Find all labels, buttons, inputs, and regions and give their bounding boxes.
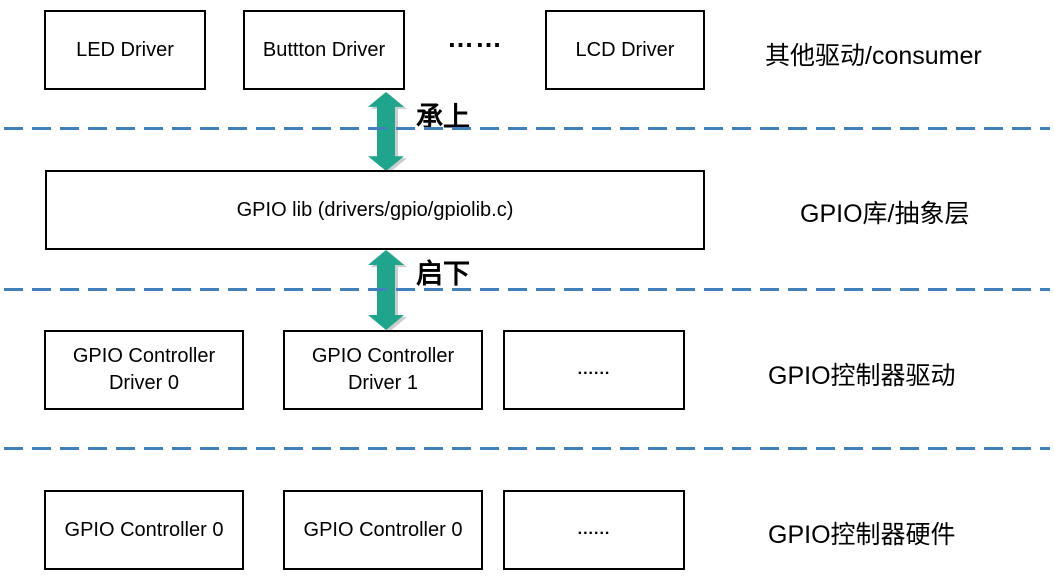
- box-gpio-controller-driver-0: GPIO Controller Driver 0: [44, 330, 244, 410]
- box-gpio-controller-hw-more: ......: [503, 490, 685, 570]
- row3-ellipsis: ......: [577, 361, 611, 379]
- box-button-driver-label: Buttton Driver: [262, 38, 386, 61]
- box-gpio-lib: GPIO lib (drivers/gpio/gpiolib.c): [45, 170, 705, 250]
- box-lcd-driver: LCD Driver: [545, 10, 705, 90]
- row1-ellipsis: ……: [447, 23, 503, 53]
- arrow-label-qixia: 启下: [416, 259, 470, 289]
- layer-label-controller-driver: GPIO控制器驱动: [768, 362, 956, 390]
- box-lcd-driver-label: LCD Driver: [575, 38, 675, 61]
- layer-label-gpio-lib: GPIO库/抽象层: [800, 200, 970, 228]
- box-gpio-controller-driver-1-label: GPIO Controller Driver 1: [311, 345, 455, 394]
- layer-label-consumer: 其他驱动/consumer: [765, 42, 982, 70]
- box-button-driver: Buttton Driver: [243, 10, 405, 90]
- layer-divider-3: [4, 447, 1050, 450]
- box-gpio-controller-hw-0: GPIO Controller 0: [44, 490, 244, 570]
- layer-divider-2: [4, 288, 1050, 291]
- box-gpio-controller-driver-1: GPIO Controller Driver 1: [283, 330, 483, 410]
- box-led-driver-label: LED Driver: [76, 38, 174, 61]
- layer-label-controller-hw: GPIO控制器硬件: [768, 521, 956, 549]
- box-gpio-controller-hw-1-label: GPIO Controller 0: [303, 518, 463, 541]
- box-gpio-controller-hw-1: GPIO Controller 0: [283, 490, 483, 570]
- box-gpio-lib-label: GPIO lib (drivers/gpio/gpiolib.c): [236, 198, 514, 221]
- box-gpio-controller-hw-0-label: GPIO Controller 0: [64, 518, 224, 541]
- layer-divider-1: [4, 127, 1050, 130]
- box-gpio-controller-driver-0-label: GPIO Controller Driver 0: [72, 345, 216, 394]
- box-gpio-controller-driver-more: ......: [503, 330, 685, 410]
- box-led-driver: LED Driver: [44, 10, 206, 90]
- double-arrow-icon: [368, 92, 404, 171]
- row4-ellipsis: ......: [577, 521, 611, 539]
